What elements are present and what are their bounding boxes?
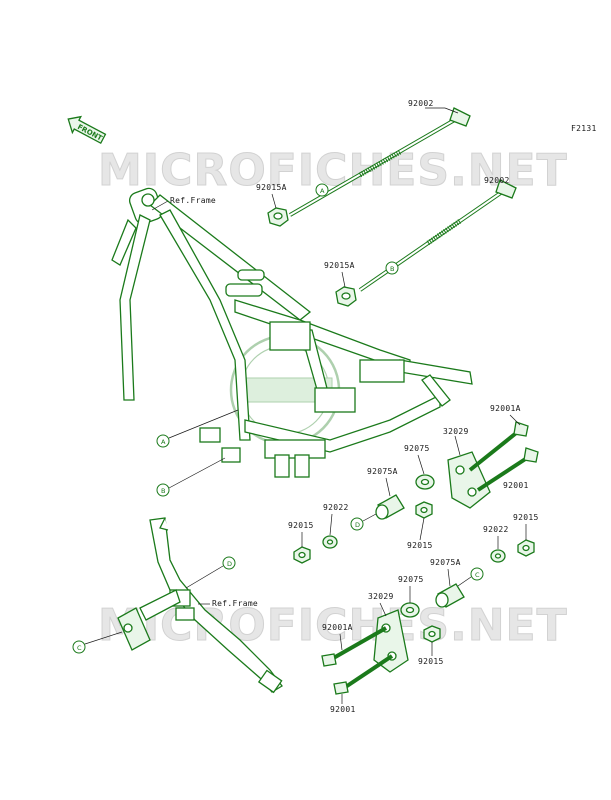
- label-92001-lower: 92001: [330, 705, 356, 714]
- main-frame: [111, 187, 473, 478]
- diagram-code: F2131: [571, 124, 597, 133]
- label-92022-right: 92022: [483, 525, 509, 534]
- collar-92075A-lower: [435, 583, 465, 608]
- label-32029-lower: 32029: [368, 592, 394, 601]
- nut-92015-lower: [423, 625, 441, 643]
- watermark-top: MICROFICHES.NET: [98, 145, 568, 196]
- callout-d-lower: D: [222, 556, 236, 570]
- label-32029-right: 32029: [443, 427, 469, 436]
- spacer-92075-right: [415, 474, 435, 490]
- ref-frame-label-upper: Ref.Frame: [170, 196, 216, 205]
- svg-text:C: C: [77, 644, 82, 652]
- bolt-92002-second: [358, 179, 517, 292]
- label-92001-right: 92001: [503, 481, 529, 490]
- bolt-92001-lower: [333, 654, 394, 695]
- nut-92015-right: [517, 539, 535, 557]
- callout-a-frame: A: [156, 434, 170, 448]
- collar-92075A-right: [375, 494, 405, 520]
- washer-92022-right: [490, 549, 506, 563]
- label-92015A-top: 92015A: [256, 183, 287, 192]
- label-92075A-right: 92075A: [367, 467, 398, 476]
- front-arrow: FRONT: [67, 115, 107, 145]
- label-92022-left: 92022: [323, 503, 349, 512]
- callout-c-lower: C: [72, 640, 86, 654]
- label-92002-top: 92002: [408, 99, 434, 108]
- nut-92015-mid: [415, 501, 433, 519]
- label-92015A-second: 92015A: [324, 261, 355, 270]
- svg-text:A: A: [161, 438, 166, 446]
- bolt-92001-right: [476, 447, 539, 492]
- svg-text:C: C: [475, 571, 480, 579]
- callout-d-right: D: [350, 517, 364, 531]
- label-92075-right: 92075: [404, 444, 430, 453]
- svg-text:B: B: [161, 487, 165, 495]
- svg-text:B: B: [390, 265, 394, 273]
- bracket-32029-lower: [373, 609, 409, 673]
- callout-b-frame: B: [156, 483, 170, 497]
- label-92015-lower: 92015: [418, 657, 444, 666]
- nut-92015A-top: [267, 207, 289, 227]
- label-92015-right: 92015: [513, 513, 539, 522]
- svg-text:D: D: [355, 521, 360, 529]
- label-92001A-right: 92001A: [490, 404, 521, 413]
- nut-92015A-second: [335, 286, 357, 307]
- bolt-92001A-lower: [321, 626, 387, 667]
- svg-text:A: A: [320, 187, 325, 195]
- label-92075A-lower: 92075A: [430, 558, 461, 567]
- svg-text:D: D: [227, 560, 232, 568]
- bolt-92002-top: [288, 107, 471, 217]
- bolt-92001A-right: [468, 421, 529, 472]
- washer-92022-left: [322, 535, 338, 549]
- down-tube-frame: [117, 517, 283, 694]
- ref-frame-label-lower: Ref.Frame: [212, 599, 258, 608]
- label-92002-second: 92002: [484, 176, 510, 185]
- label-92001A-lower: 92001A: [322, 623, 353, 632]
- bracket-32029-right: [447, 451, 491, 509]
- label-92015-left: 92015: [288, 521, 314, 530]
- callout-a-upper: A: [315, 183, 329, 197]
- spacer-92075-lower: [400, 602, 420, 618]
- callout-c-right: C: [470, 567, 484, 581]
- label-92015-mid: 92015: [407, 541, 433, 550]
- label-92075-lower: 92075: [398, 575, 424, 584]
- nut-92015-left: [293, 546, 311, 564]
- callout-b-upper: B: [385, 261, 399, 275]
